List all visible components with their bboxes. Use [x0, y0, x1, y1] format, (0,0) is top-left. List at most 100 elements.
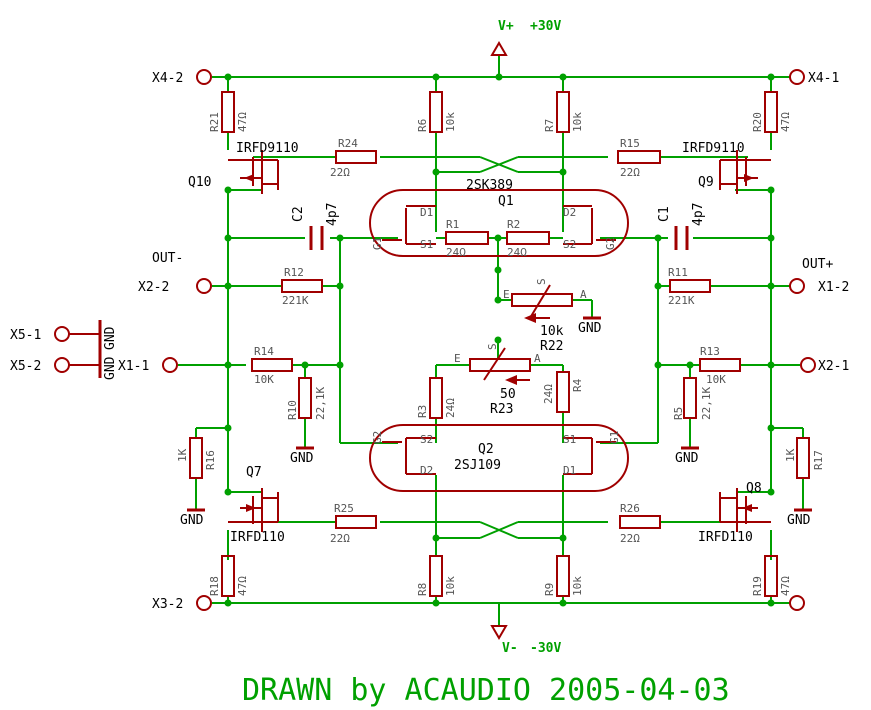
connector-x2-2: X2-2: [138, 280, 169, 295]
q1-label: Q1: [498, 194, 514, 209]
r5-value: 22,1K: [700, 387, 713, 420]
connector-x2-1: X2-1: [818, 359, 849, 374]
q1-pin-s1: S1: [420, 238, 433, 251]
r23-pin-s: S: [486, 343, 499, 350]
r17-value: 1K: [784, 448, 797, 462]
r20-value: 47Ω: [779, 112, 792, 132]
vplus-value: +30V: [530, 19, 561, 34]
q2-pin-s1: S1: [563, 433, 576, 446]
r22-name: R22: [540, 339, 563, 354]
resistor-bodies: [189, 91, 810, 597]
x5-gnd-label-a: GND: [103, 326, 118, 350]
r9-value: 10k: [571, 576, 584, 596]
r18-name: R18: [208, 576, 221, 596]
r25-name: R25: [334, 502, 354, 515]
r12-name: R12: [284, 266, 304, 279]
q9-label: Q9: [698, 175, 714, 190]
r7-name: R7: [543, 119, 556, 132]
q1-pin-s2: S2: [563, 238, 576, 251]
capacitors: [309, 226, 689, 250]
q2-label: Q2: [478, 442, 494, 457]
q7-label: Q7: [246, 465, 262, 480]
r11-value: 221K: [668, 294, 695, 307]
r22-pin-a: A: [580, 288, 587, 301]
r10-name: R10: [286, 400, 299, 420]
vminus-label: V-: [502, 641, 518, 656]
r21-value: 47Ω: [236, 112, 249, 132]
r22-pin-s: S: [535, 278, 548, 285]
vminus-value: -30V: [530, 641, 561, 656]
r14-name: R14: [254, 345, 274, 358]
r24-value: 22Ω: [330, 166, 350, 179]
r26-value: 22Ω: [620, 532, 640, 545]
r1-name: R1: [446, 218, 459, 231]
q1-type: 2SK389: [466, 178, 513, 193]
r9-name: R9: [543, 583, 556, 596]
r15-name: R15: [620, 137, 640, 150]
r18-value: 47Ω: [236, 576, 249, 596]
out-minus-label: OUT-: [152, 251, 183, 266]
r13-value: 10K: [706, 373, 726, 386]
r14-value: 10K: [254, 373, 274, 386]
r20-name: R20: [751, 112, 764, 132]
out-plus-label: OUT+: [802, 257, 833, 272]
junctions: [224, 73, 775, 607]
r13-name: R13: [700, 345, 720, 358]
q8-label: Q8: [746, 481, 762, 496]
r7-value: 10k: [571, 112, 584, 132]
r23-pin-a: A: [534, 352, 541, 365]
q1-pin-d1: D1: [420, 206, 433, 219]
r26-name: R26: [620, 502, 640, 515]
r8-name: R8: [416, 583, 429, 596]
connector-pads: [54, 69, 816, 611]
connector-x4-2: X4-2: [152, 71, 183, 86]
q8-type: IRFD110: [698, 530, 753, 545]
q1-pin-g1: G1: [371, 237, 384, 250]
connector-x1-1: X1-1: [118, 359, 149, 374]
r23-name: R23: [490, 402, 513, 417]
q2-pin-g1: G1: [608, 431, 621, 444]
q9-type: IRFD9110: [682, 141, 745, 156]
r5-name: R5: [672, 407, 685, 420]
r19-name: R19: [751, 576, 764, 596]
r8-value: 10k: [444, 576, 457, 596]
r16-value: 1K: [176, 448, 189, 462]
r24-name: R24: [338, 137, 358, 150]
connector-x1-2: X1-2: [818, 280, 849, 295]
r6-name: R6: [416, 119, 429, 132]
r4-value: 24Ω: [542, 384, 555, 404]
x5-gnd-label-b: GND: [103, 356, 118, 380]
credit-text: DRAWN by ACAUDIO 2005-04-03: [242, 673, 730, 708]
q7-type: IRFD110: [230, 530, 285, 545]
q2-pin-g2: G2: [371, 431, 384, 444]
r19-value: 47Ω: [779, 576, 792, 596]
gnd-label-r10: GND: [290, 451, 314, 466]
supply-symbols: [490, 41, 508, 640]
q1-pin-d2: D2: [563, 206, 576, 219]
ground-symbols: [98, 316, 812, 512]
r3-name: R3: [416, 405, 429, 418]
r17-name: R17: [812, 450, 825, 470]
q2-pin-d2: D2: [420, 464, 433, 477]
connector-x3-2: X3-2: [152, 597, 183, 612]
r12-value: 221K: [282, 294, 309, 307]
connector-x4-1: X4-1: [808, 71, 839, 86]
connector-x5-1: X5-1: [10, 328, 41, 343]
vplus-label: V+: [498, 19, 514, 34]
r22-pin-e: E: [503, 288, 510, 301]
r6-value: 10k: [444, 112, 457, 132]
r21-name: R21: [208, 112, 221, 132]
r2-value: 24Ω: [507, 246, 527, 259]
r22-value: 10k: [540, 324, 564, 339]
r2-name: R2: [507, 218, 520, 231]
r11-name: R11: [668, 266, 688, 279]
r10-value: 22,1K: [314, 387, 327, 420]
r25-value: 22Ω: [330, 532, 350, 545]
gnd-label-r5: GND: [675, 451, 699, 466]
r1-value: 24Ω: [446, 246, 466, 259]
r15-value: 22Ω: [620, 166, 640, 179]
connector-x5-2: X5-2: [10, 359, 41, 374]
r23-value: 50: [500, 387, 516, 402]
c1-value: 4p7: [691, 203, 706, 226]
